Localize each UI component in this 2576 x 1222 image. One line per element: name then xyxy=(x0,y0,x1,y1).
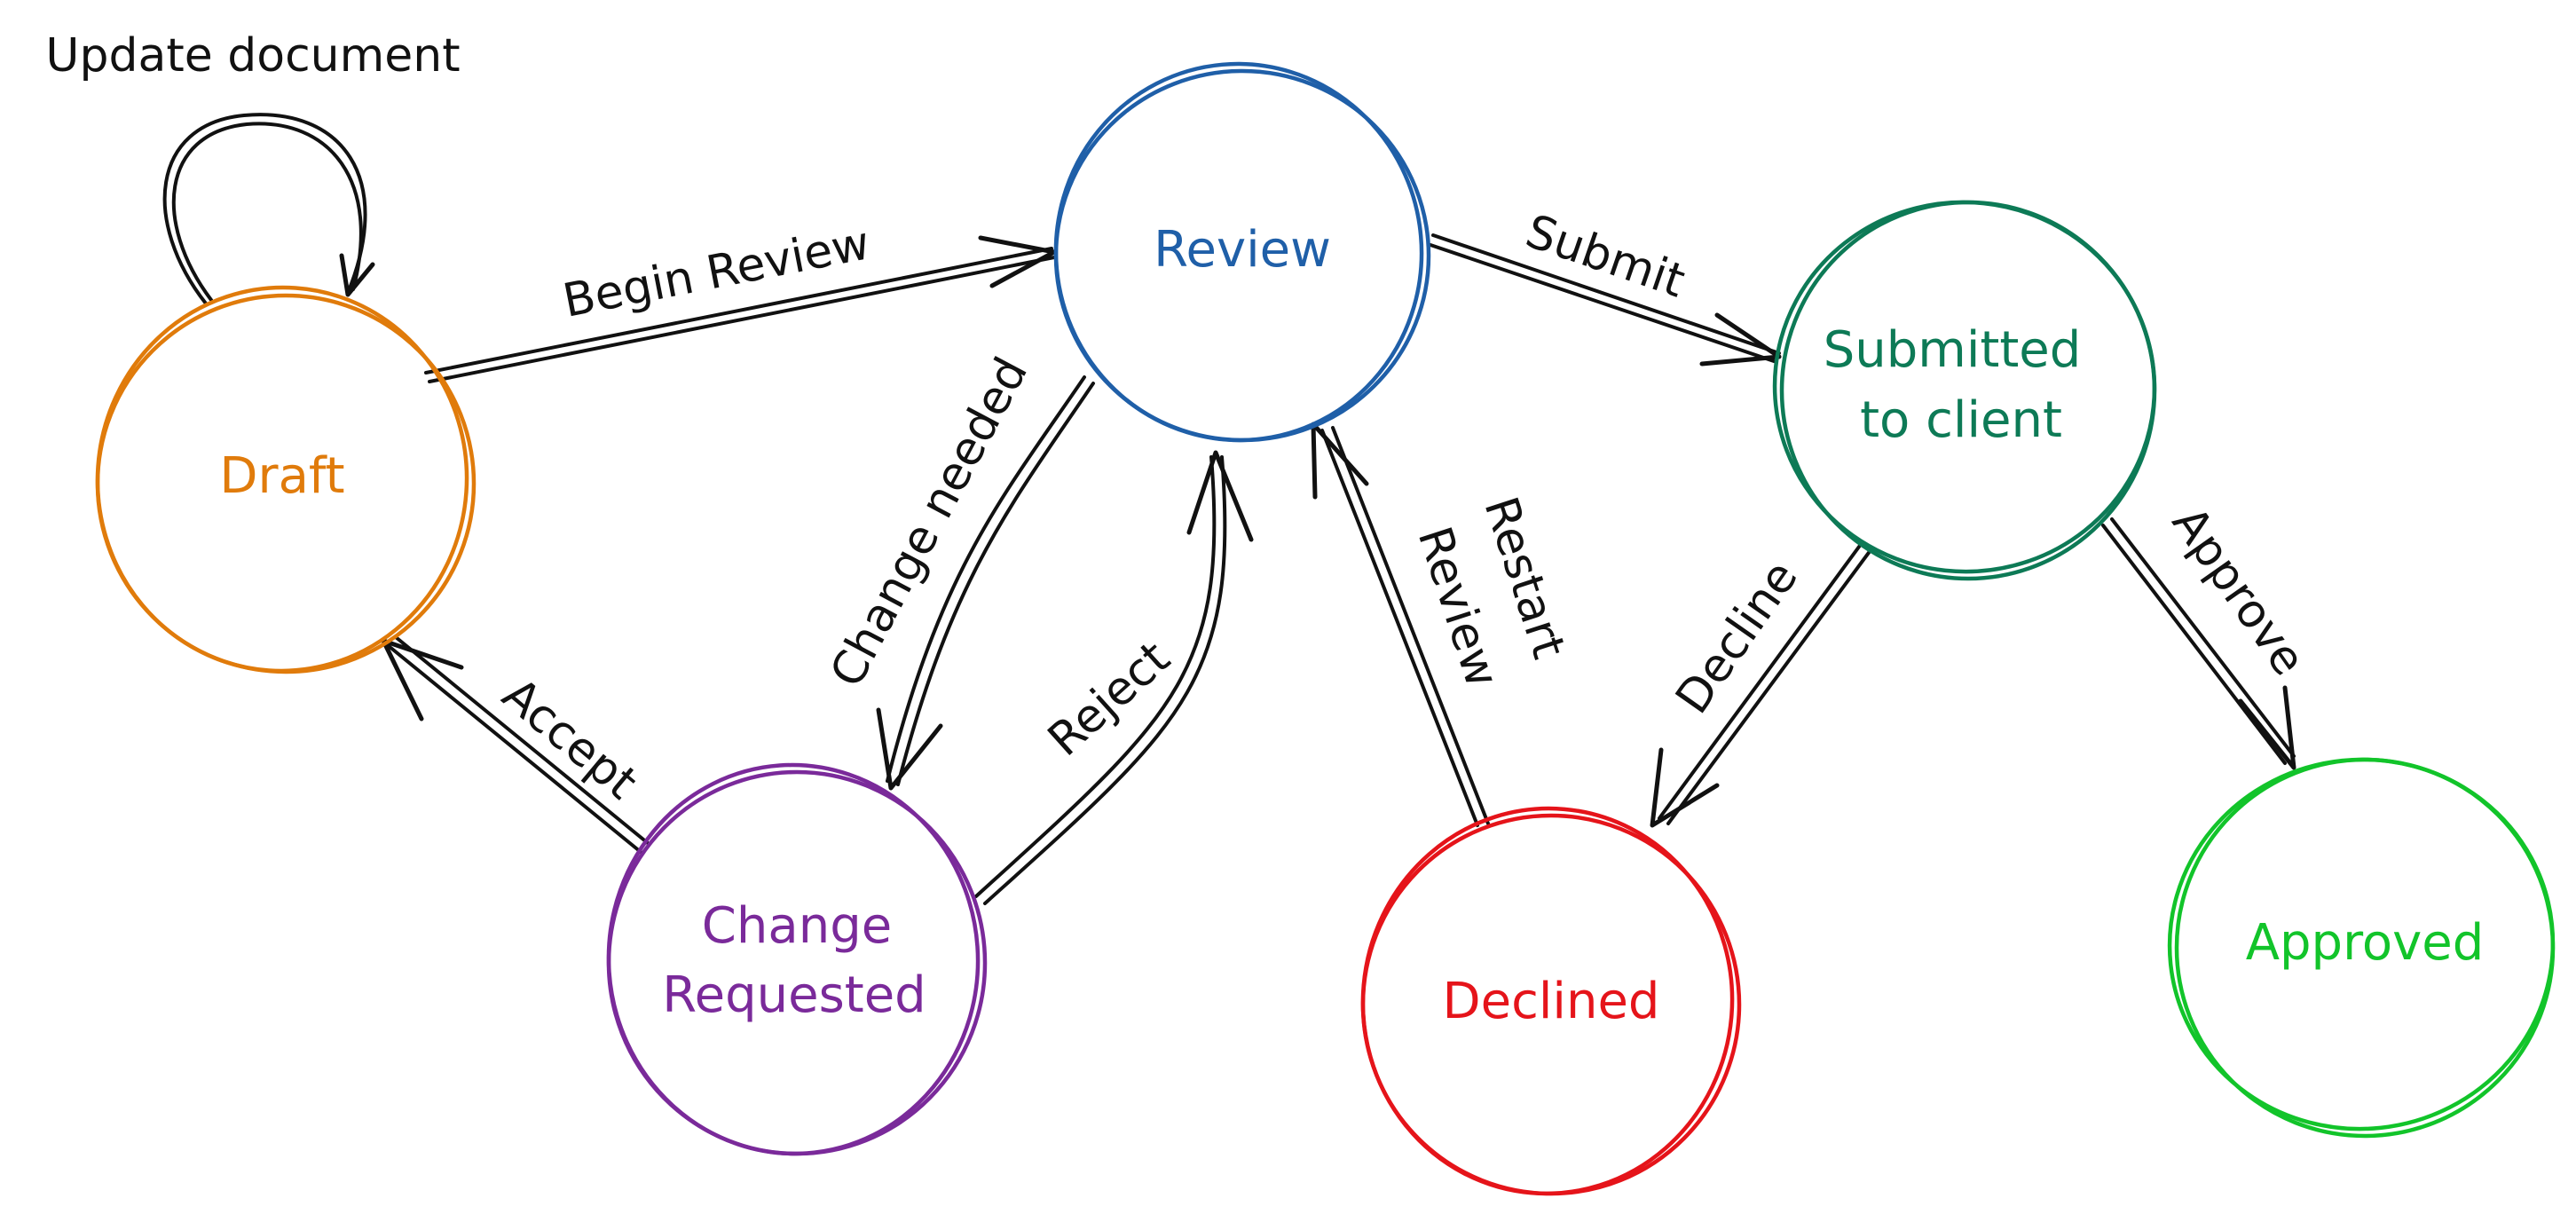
node-label-declined: Declined xyxy=(1443,973,1660,1030)
edge-label-update-document: Update document xyxy=(45,29,460,83)
edge-update-document xyxy=(162,113,375,305)
node-draft: Draft xyxy=(95,285,477,674)
node-approved: Approved xyxy=(2167,757,2556,1139)
edge-change-needed xyxy=(876,375,1095,791)
edge-reject xyxy=(974,450,1254,905)
edge-approve xyxy=(2101,517,2296,770)
edge-label-decline: Decline xyxy=(1666,551,1808,723)
node-label-change-line1: Change xyxy=(702,897,892,955)
edge-label-accept: Accept xyxy=(492,668,647,810)
edge-label-approve: Approve xyxy=(2162,497,2315,685)
node-review: Review xyxy=(1053,61,1431,443)
node-label-change-line2: Requested xyxy=(662,966,926,1024)
node-label-draft: Draft xyxy=(219,447,344,505)
edge-label-reject: Reject xyxy=(1038,632,1180,767)
node-label-submitted-line1: Submitted xyxy=(1824,321,2082,379)
node-label-submitted-line2: to client xyxy=(1860,391,2062,449)
edge-label-begin-review: Begin Review xyxy=(559,217,874,328)
node-change-requested: Change Requested xyxy=(606,762,988,1156)
node-submitted: Submitted to client xyxy=(1772,200,2157,581)
edge-decline xyxy=(1650,541,1872,828)
node-declined: Declined xyxy=(1360,806,1742,1196)
node-label-review: Review xyxy=(1154,221,1331,279)
node-label-approved: Approved xyxy=(2246,914,2485,972)
